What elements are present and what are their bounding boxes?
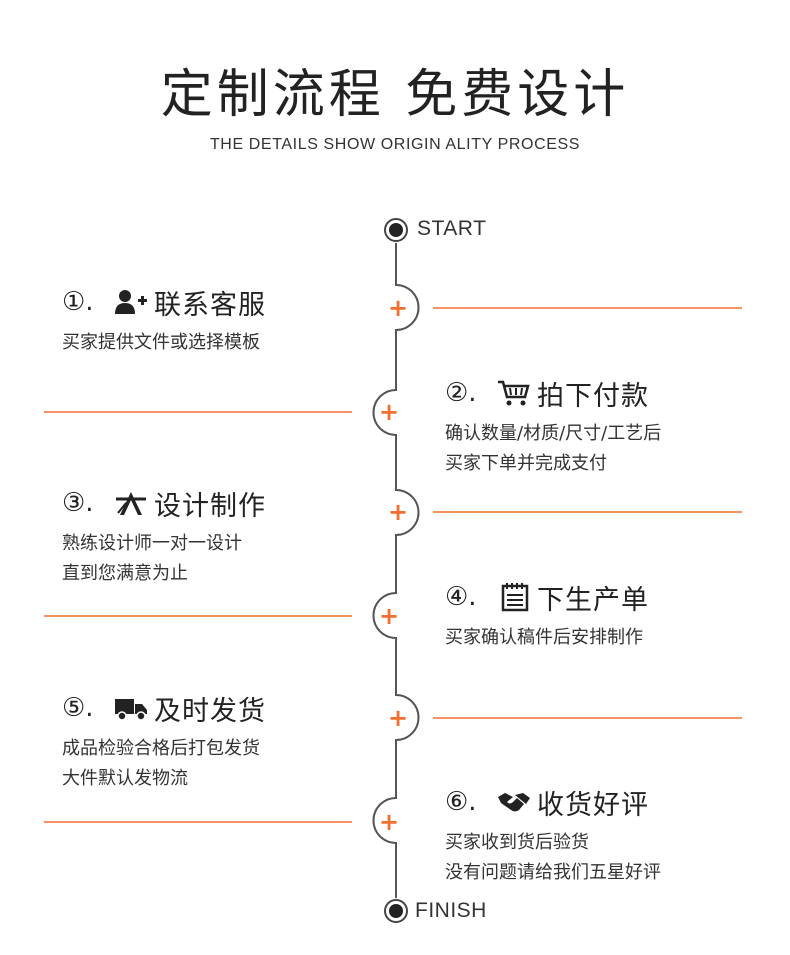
plus-icon: + <box>388 498 409 526</box>
timeline-line <box>372 243 420 898</box>
step-number: ②. <box>445 378 477 408</box>
start-label: START <box>417 217 487 240</box>
step-3: ③. 设计制作 熟练设计师一对一设计 直到您满意为止 <box>62 483 266 589</box>
step-1: ①. 联系客服 买家提供文件或选择模板 <box>62 282 266 358</box>
plus-icon: + <box>379 602 400 630</box>
step-number: ④. <box>445 582 477 612</box>
finish-label: FINISH <box>415 899 487 922</box>
step-description: 买家下单并完成支付 <box>445 453 607 474</box>
step-description: 没有问题请给我们五星好评 <box>445 862 661 883</box>
step-description: 买家确认稿件后安排制作 <box>445 627 643 648</box>
step-description: 直到您满意为止 <box>62 563 188 584</box>
step-title: 联系客服 <box>154 289 266 321</box>
step-title: 拍下付款 <box>537 380 649 412</box>
start-dot <box>384 218 408 242</box>
step-title: 下生产单 <box>537 584 649 616</box>
step-number: ①. <box>62 287 94 317</box>
step-description: 确认数量/材质/尺寸/工艺后 <box>445 423 662 444</box>
step-6: ⑥. 收货好评 买家收到货后验货 没有问题请给我们五星好评 <box>445 782 661 888</box>
step-number: ⑤. <box>62 693 94 723</box>
step-description: 买家提供文件或选择模板 <box>62 332 260 353</box>
plus-icon: + <box>388 704 409 732</box>
plus-icon: + <box>379 808 400 836</box>
add-user-icon <box>114 287 148 317</box>
step-2: ②. 拍下付款 确认数量/材质/尺寸/工艺后 买家下单并完成支付 <box>445 373 661 479</box>
step-title: 及时发货 <box>154 695 266 727</box>
step-number: ③. <box>62 488 94 518</box>
page-subtitle: THE DETAILS SHOW ORIGIN ALITY PROCESS <box>209 136 581 153</box>
step-description: 买家收到货后验货 <box>445 832 589 853</box>
plus-icon: + <box>379 398 400 426</box>
step-description: 大件默认发物流 <box>62 768 188 789</box>
step-5: ⑤. 及时发货 成品检验合格后打包发货 大件默认发物流 <box>62 688 266 794</box>
page-title: 定制流程 免费设计 <box>160 65 630 125</box>
finish-dot <box>384 899 408 923</box>
delivery-truck-icon <box>114 693 148 723</box>
notepad-icon <box>497 582 531 612</box>
step-description: 熟练设计师一对一设计 <box>62 533 242 554</box>
handshake-icon <box>497 787 531 817</box>
plus-icon: + <box>388 294 409 322</box>
step-4: ④. 下生产单 买家确认稿件后安排制作 <box>445 577 649 653</box>
step-description: 成品检验合格后打包发货 <box>62 738 260 759</box>
step-title: 设计制作 <box>154 490 266 522</box>
shopping-cart-icon <box>497 378 531 408</box>
design-tools-icon <box>114 488 148 518</box>
step-title: 收货好评 <box>537 789 649 821</box>
step-number: ⑥. <box>445 787 477 817</box>
